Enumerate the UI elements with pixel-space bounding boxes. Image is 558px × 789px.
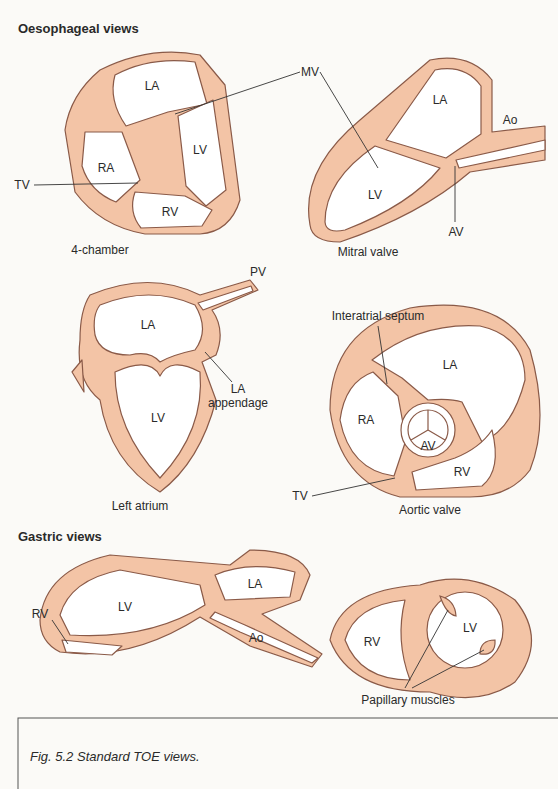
chamber-label: LA [443, 358, 458, 372]
chamber-label: LA [145, 79, 160, 93]
callout-label: TV [292, 489, 307, 503]
chamber-label: LV [118, 600, 132, 614]
chamber-label: LV [151, 411, 165, 425]
chamber-label: Ao [249, 631, 264, 645]
callout-label: PV [250, 265, 266, 279]
section-heading: Oesophageal views [18, 22, 139, 36]
callout-label: LA appendage [205, 382, 271, 410]
callout-label: Interatrial septum [332, 309, 425, 323]
chamber-label: LV [193, 143, 207, 157]
figure-caption: Fig. 5.2 Standard TOE views. [30, 749, 200, 764]
section-heading: Gastric views [18, 530, 102, 544]
chamber-label: RA [98, 161, 115, 175]
view-title: Mitral valve [338, 245, 399, 259]
chamber-label: LV [368, 188, 382, 202]
chamber-label: RV [364, 635, 380, 649]
view-title: 4-chamber [71, 243, 128, 257]
chamber-label: RV [32, 607, 48, 621]
chamber-label: AV [420, 439, 435, 453]
callout-label: Papillary muscles [361, 693, 454, 707]
chamber-label: Ao [503, 113, 518, 127]
chamber-label: LV [463, 621, 477, 635]
callout-label: MV [301, 65, 319, 79]
callout-label: AV [448, 225, 463, 239]
chamber-label: RV [162, 205, 178, 219]
view-title: Aortic valve [399, 503, 461, 517]
callout-label: TV [14, 178, 29, 192]
chamber-label: RA [358, 413, 375, 427]
chamber-label: LA [433, 93, 448, 107]
chamber-label: LA [141, 318, 156, 332]
chamber-label: LA [248, 577, 263, 591]
chamber-label: RV [454, 465, 470, 479]
view-title: Left atrium [112, 499, 169, 513]
